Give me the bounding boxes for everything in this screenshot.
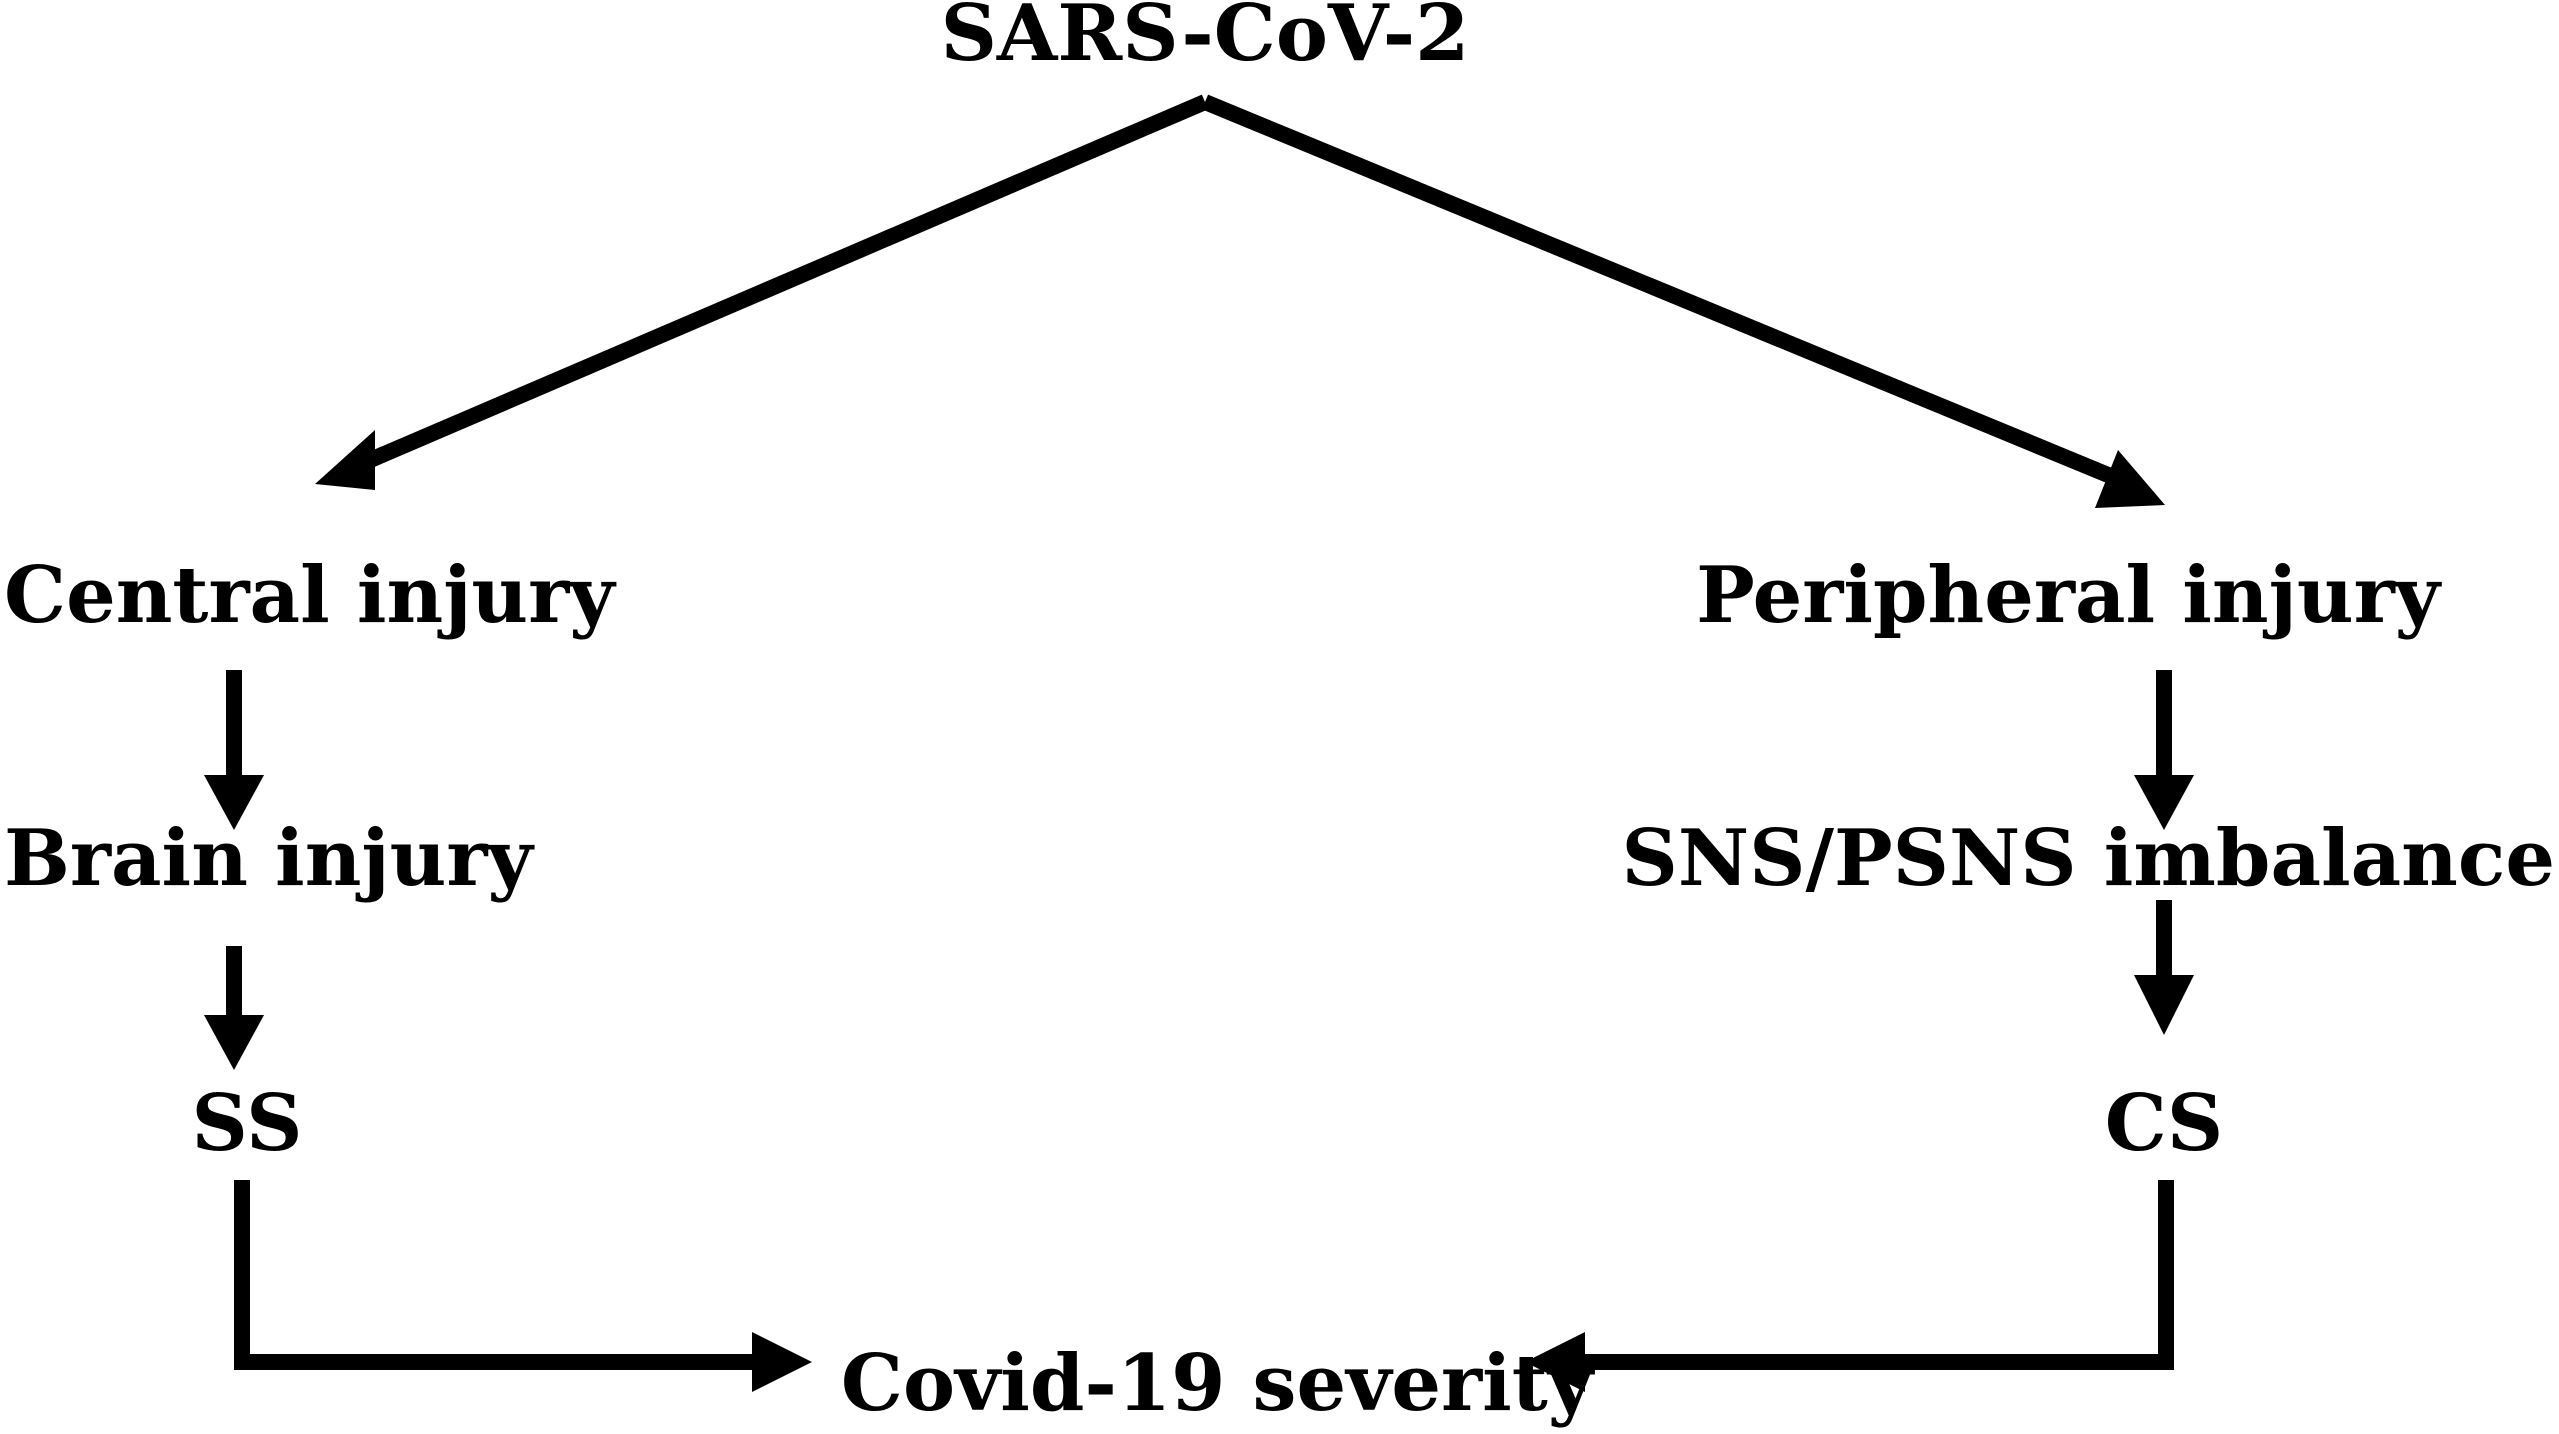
node-sns-psns-imbalance: SNS/PSNS imbalance (1622, 813, 2555, 904)
node-central-injury: Central injury (4, 550, 617, 641)
node-covid-19-severity: Covid-19 severity (841, 1338, 1596, 1429)
node-peripheral-injury: Peripheral injury (1696, 550, 2443, 641)
node-cs: CS (2105, 1078, 2223, 1169)
arrow-ss-to-outcome (234, 1180, 812, 1392)
node-brain-injury: Brain injury (4, 813, 535, 904)
node-ss: SS (192, 1078, 303, 1169)
arrow-peripheral-to-imbalance (2134, 670, 2194, 830)
arrow-brain-to-ss (204, 946, 264, 1070)
arrow-central-to-brain (204, 670, 264, 830)
arrow-imbalance-to-cs (2134, 900, 2194, 1035)
arrow-root-to-central (315, 94, 1209, 490)
node-sars-cov-2: SARS-CoV-2 (941, 0, 1470, 79)
arrow-root-to-peripheral (1201, 94, 2165, 508)
arrow-cs-to-outcome (1525, 1180, 2174, 1392)
